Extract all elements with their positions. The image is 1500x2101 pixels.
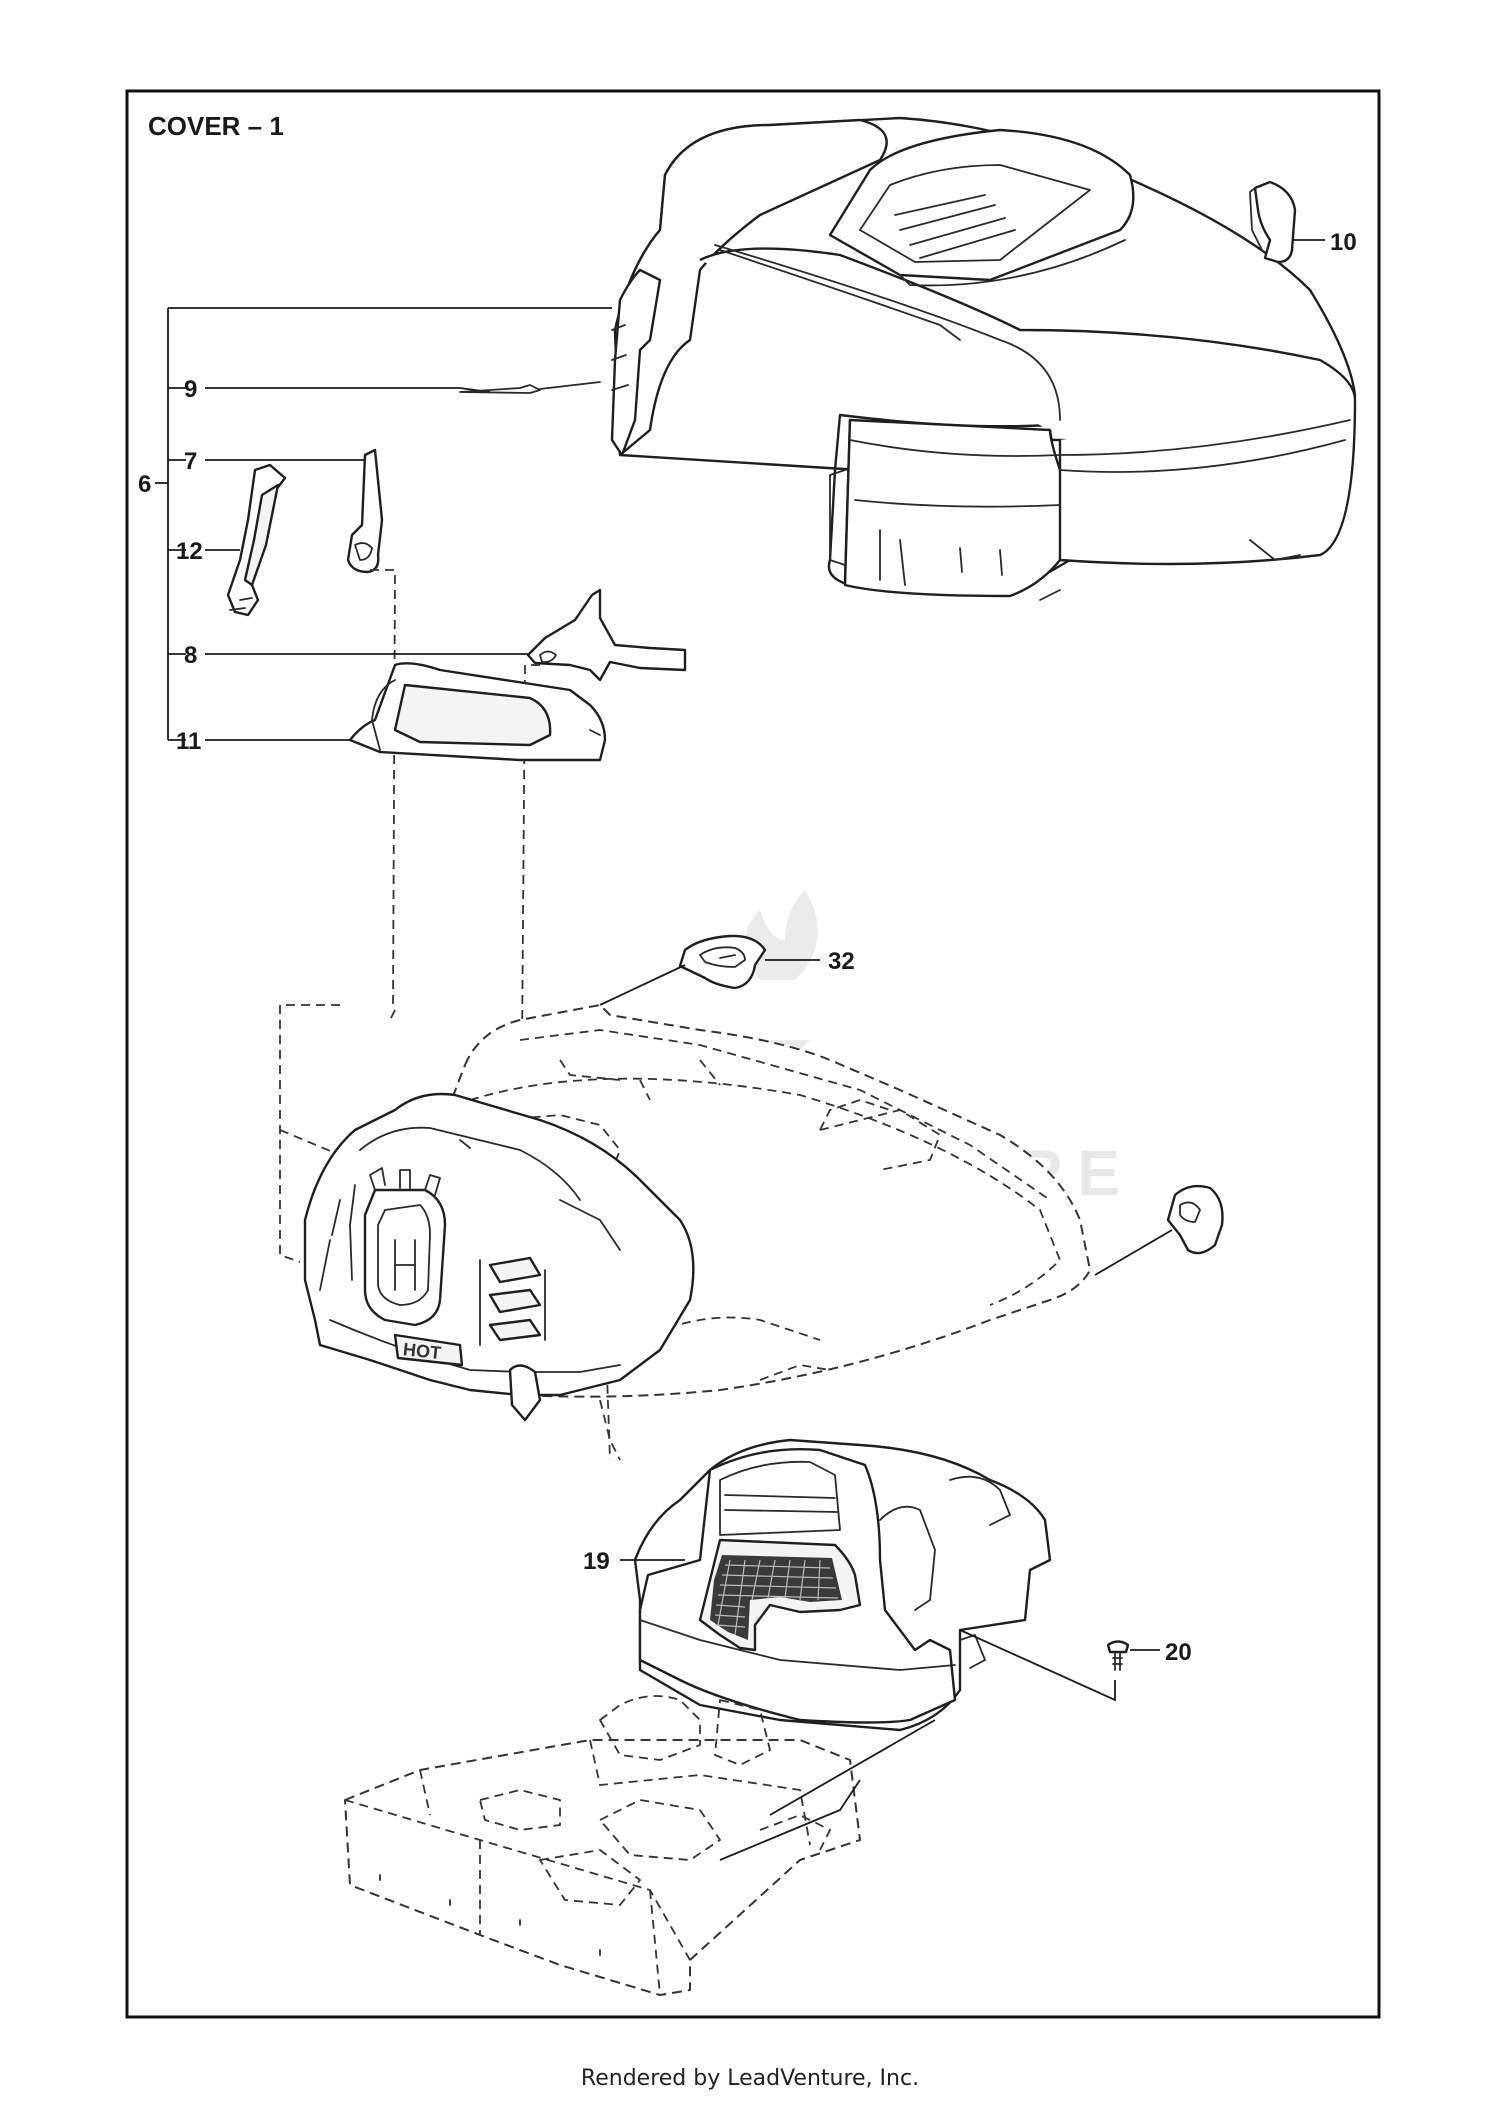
footer-credit: Rendered by LeadVenture, Inc. <box>581 2066 919 2091</box>
front-nose-panel: HOT <box>303 1092 695 1422</box>
callout-8: 8 <box>184 642 197 669</box>
svg-text:HOT: HOT <box>402 1339 442 1363</box>
callout-10: 10 <box>1330 229 1357 256</box>
diagram-border <box>125 89 1381 2019</box>
engine-grille <box>710 1555 842 1640</box>
callout-7: 7 <box>184 448 197 475</box>
part-9-pin: 9 <box>168 376 601 403</box>
callout-11: 11 <box>176 728 201 755</box>
callout-9: 9 <box>184 376 197 403</box>
part-20-screw: 20 <box>959 1629 1192 1702</box>
part-11-panel: 11 <box>168 662 607 762</box>
part-32-cap: 32 <box>599 934 855 1006</box>
part-10-clip: 10 <box>1249 180 1357 264</box>
part-8-bracket: 8 <box>168 588 687 1049</box>
callout-12: 12 <box>176 538 203 565</box>
part-7-bracket: 7 <box>168 448 396 1011</box>
part-19-engine-cover: 19 <box>583 1438 1052 1732</box>
frame-side-cap <box>1094 1184 1224 1276</box>
callout-32: 32 <box>828 948 855 975</box>
callout-6: 6 <box>138 471 151 498</box>
engine-deck-dashed <box>344 1695 936 1996</box>
hood-cover <box>610 116 1357 601</box>
diagram-title: COVER – 1 <box>148 111 284 141</box>
callout-19: 19 <box>583 1548 610 1575</box>
part-12-handle: 12 <box>168 463 287 617</box>
group-bracket-6: 6 <box>138 307 612 740</box>
callout-20: 20 <box>1165 1639 1192 1666</box>
